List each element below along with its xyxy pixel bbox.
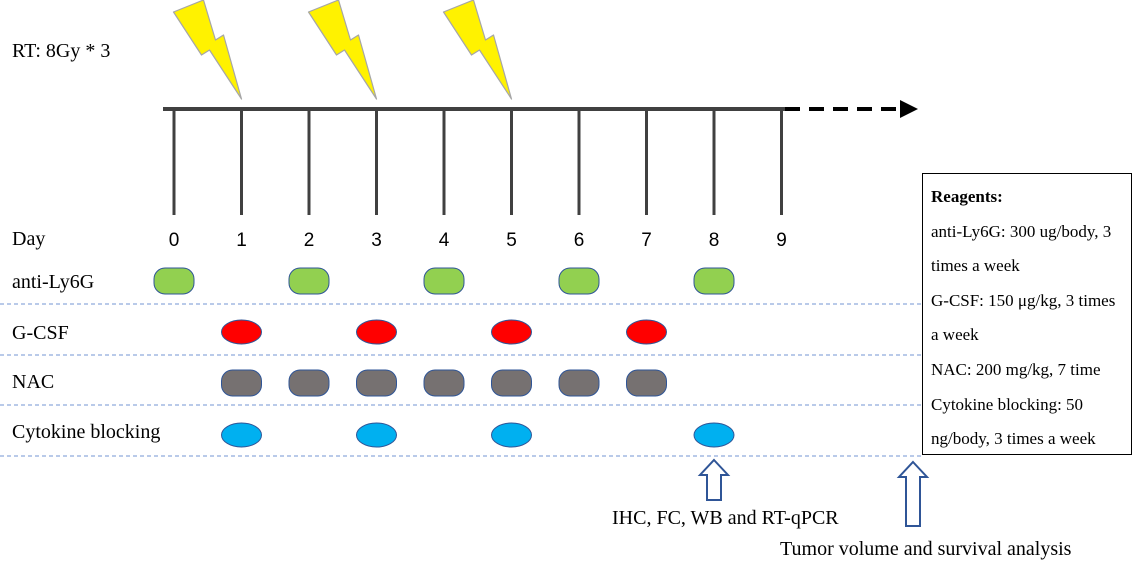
reagent-line: a week	[931, 325, 979, 345]
treatment-markers	[153, 267, 735, 448]
reagent-line: anti-Ly6G: 300 ug/body, 3	[931, 221, 1112, 241]
row-label-cytokine-blocking: Cytokine blocking	[12, 421, 161, 443]
treatment-marker	[221, 319, 262, 345]
endpoint-label-day8: IHC, FC, WB and RT-qPCR	[612, 507, 839, 529]
lightning-bolt-icon	[442, 0, 513, 100]
treatment-marker	[423, 267, 465, 295]
endpoint-label-end: Tumor volume and survival analysis	[780, 538, 1072, 560]
reagent-line: ng/body, 3 times a week	[931, 429, 1096, 449]
day-label: 3	[371, 230, 382, 251]
day-label: 6	[573, 230, 585, 251]
treatment-marker	[626, 369, 667, 397]
day-label: 9	[776, 230, 787, 251]
day-label: 5	[506, 230, 517, 251]
rt-label: RT: 8Gy * 3	[12, 40, 111, 62]
treatment-marker	[423, 369, 465, 397]
reagent-line: NAC: 200 mg/kg, 7 time	[931, 359, 1101, 379]
treatment-marker	[558, 369, 600, 397]
treatment-marker	[288, 267, 330, 295]
treatment-marker	[356, 319, 397, 345]
reagent-line: Cytokine blocking: 50	[931, 394, 1084, 414]
timeline-arrow-head	[900, 100, 918, 118]
timeline-axis	[163, 100, 918, 118]
lightning-bolt-icon	[172, 0, 243, 100]
treatment-marker	[491, 319, 532, 345]
reagent-line: times a week	[931, 256, 1020, 276]
day-label: 4	[438, 230, 450, 251]
day-label: 0	[168, 230, 180, 251]
up-arrow-icon	[896, 460, 930, 527]
up-arrow-icon	[697, 458, 731, 501]
treatment-marker	[491, 369, 532, 397]
treatment-marker	[356, 422, 397, 448]
lightning-bolt-icon	[307, 0, 378, 100]
radiation-bolts	[172, 0, 513, 100]
treatment-marker	[153, 267, 195, 295]
treatment-marker	[356, 369, 397, 397]
treatment-marker	[693, 422, 735, 448]
day-ticks	[172, 109, 783, 215]
row-label-anti-ly6g: anti-Ly6G	[12, 271, 95, 293]
treatment-marker	[288, 369, 330, 397]
treatment-marker	[491, 422, 532, 448]
row-label-nac: NAC	[12, 371, 55, 393]
reagents-box: Reagents: anti-Ly6G: 300 ug/body, 3 time…	[922, 173, 1132, 455]
treatment-marker	[221, 422, 262, 448]
day-label: 2	[303, 230, 315, 251]
day-label: 7	[641, 230, 652, 251]
endpoint-arrows	[697, 458, 930, 527]
row-label-g-csf: G-CSF	[12, 322, 69, 344]
reagents-title: Reagents:	[931, 187, 1003, 206]
treatment-marker	[221, 369, 262, 397]
treatment-marker	[558, 267, 600, 295]
treatment-marker	[626, 319, 667, 345]
treatment-marker	[693, 267, 735, 295]
day-axis-label: Day	[12, 228, 46, 250]
day-label: 8	[708, 230, 720, 251]
reagent-line: G-CSF: 150 μg/kg, 3 times	[931, 290, 1116, 310]
day-label: 1	[236, 230, 247, 251]
